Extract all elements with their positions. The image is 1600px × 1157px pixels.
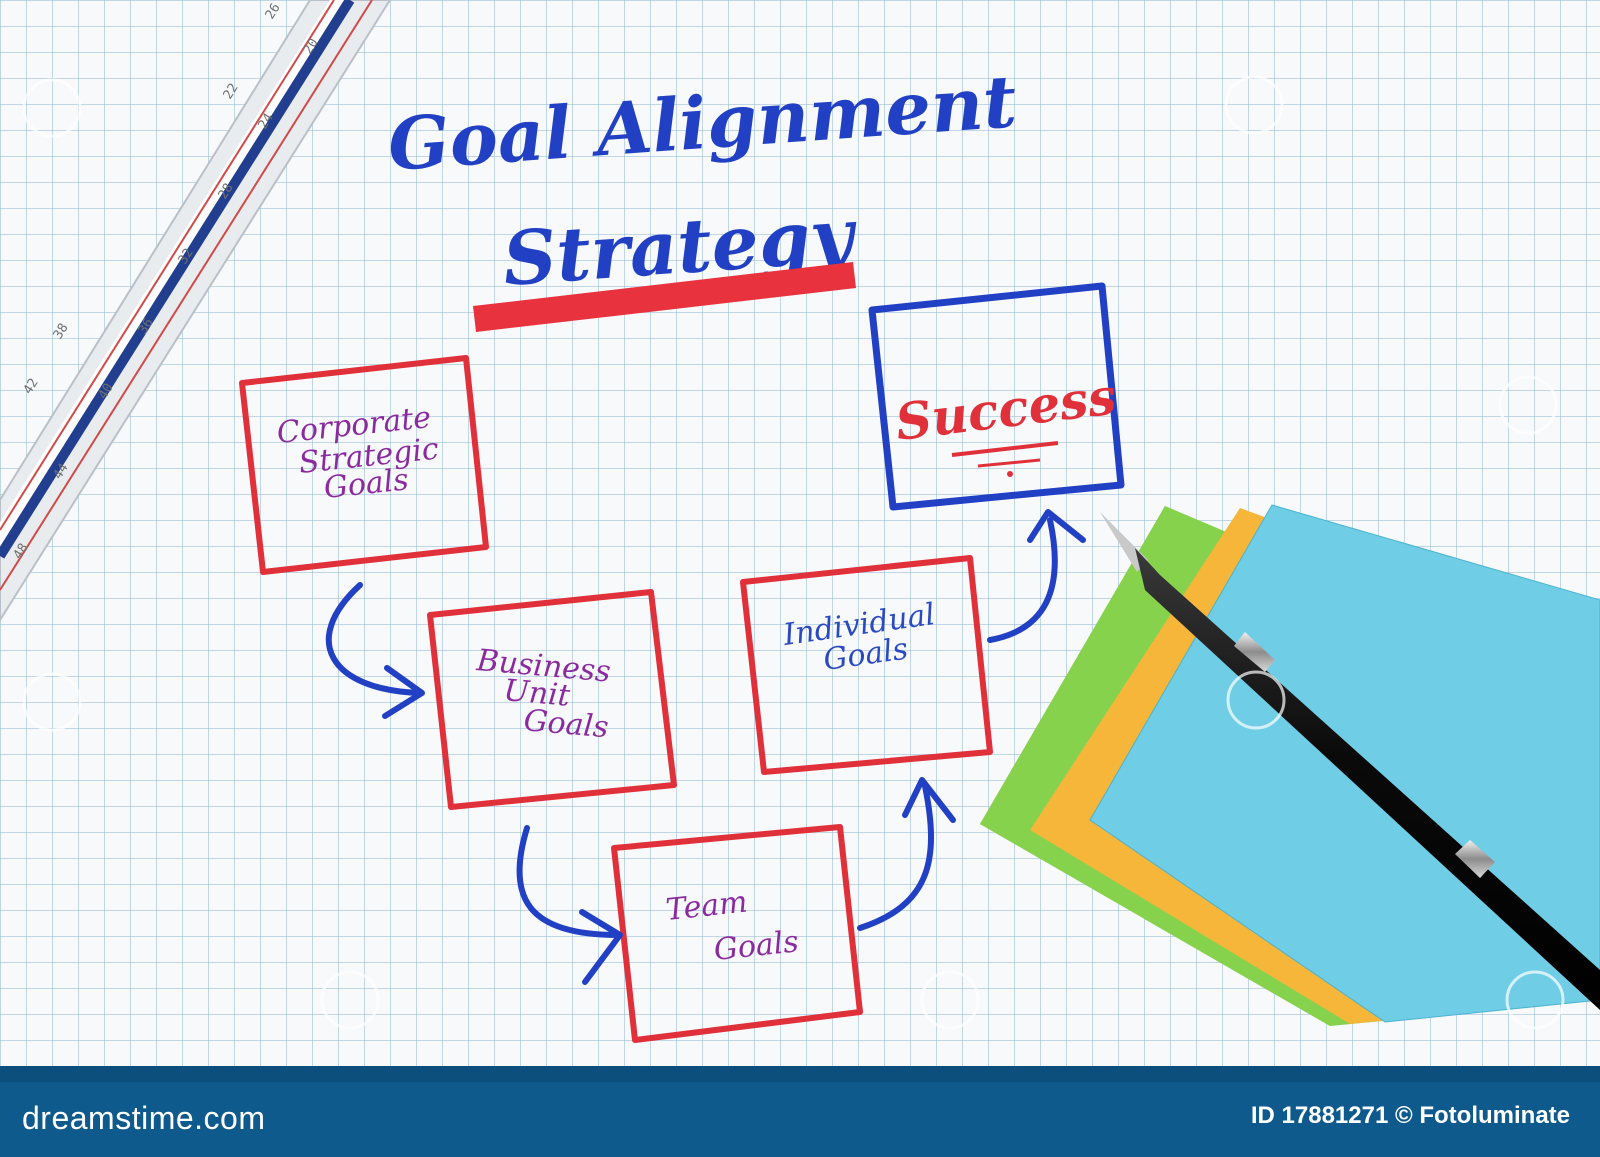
flow-arrows [325,509,1086,985]
arrowhead [579,909,623,985]
box-label: Goals [712,924,800,968]
footer-bar: dreamstime.com ID 17881271 © Fotoluminat… [0,1066,1600,1157]
title: Goal Alignment Strategy [385,58,1019,332]
arrowhead [1027,509,1086,543]
watermark-logos [22,75,1565,1030]
box-success: Success [868,282,1125,511]
success-label: Success [892,366,1119,452]
footer-logo[interactable]: dreamstime.com [22,1100,266,1136]
arrow-business-to-team [516,825,621,938]
ruler-tick-label: 36 [136,316,157,337]
sticky-notes [980,504,1600,1026]
footer-top-strip [0,1066,1600,1082]
arrowhead [902,777,956,823]
graph-paper: 20 22 24 26 28 32 36 38 40 42 44 48 Goal… [0,0,1600,1066]
box-business-unit-goals: Business Unit Goals [427,589,677,810]
ruler-tick-label: 38 [51,321,72,342]
arrow-team-to-individual [857,783,934,931]
box-label: Team [664,885,749,928]
ruler-tick-label: 26 [263,1,284,22]
arrow-individual-to-success [987,517,1058,643]
diagram-scene: 20 22 24 26 28 32 36 38 40 42 44 48 Goal… [0,0,1600,1043]
ruler-tick-label: 22 [221,81,242,102]
ruler-tick-label: 40 [96,381,117,402]
pen [1100,512,1600,1010]
ruler-tick-label: 32 [176,246,197,267]
title-line-1: Goal Alignment [385,58,1019,187]
ruler-tick-label: 28 [216,181,237,202]
ruler-tick-label: 20 [301,36,322,57]
title-underline [473,262,856,332]
ruler-tick-label: 48 [11,541,32,562]
ruler-tick-label: 42 [21,376,42,397]
ruler: 20 22 24 26 28 32 36 38 40 42 44 48 [0,0,392,622]
ruler-tick-label: 44 [51,461,72,482]
box-label: Goals [522,703,610,745]
footer-credit: ID 17881271 © Fotoluminate [1250,1102,1570,1129]
box-label: Goals [322,462,410,506]
box-label: Unit [502,673,572,714]
arrow-corporate-to-business [325,582,423,696]
box-corporate-goals: Corporate Strategic Goals [239,355,489,575]
arrowhead [382,665,425,719]
ruler-tick-label: 24 [256,111,277,132]
box-team-goals: Team Goals [611,824,863,1043]
box-individual-goals: Individual Goals [740,555,993,775]
